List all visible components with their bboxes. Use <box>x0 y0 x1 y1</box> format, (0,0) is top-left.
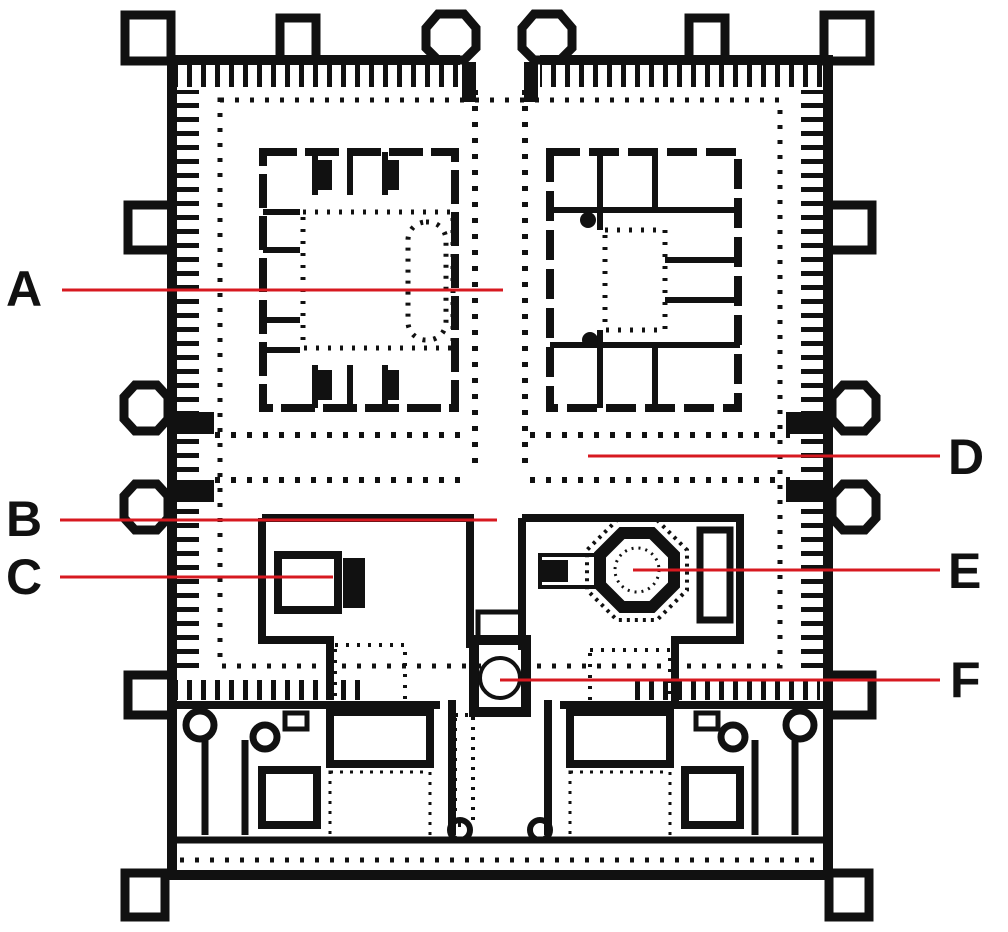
vestibule <box>448 609 552 835</box>
se-quarter <box>518 514 744 707</box>
octagonal-towers <box>119 9 881 535</box>
pointer-lines <box>60 288 940 682</box>
label-e: E <box>948 543 982 599</box>
corner-towers <box>120 10 875 922</box>
label-c: C <box>6 549 43 605</box>
side-towers <box>123 13 877 720</box>
nw-quarter <box>259 148 459 412</box>
perimeter-cells <box>177 65 823 700</box>
sw-quarter <box>258 514 474 707</box>
outer-colonnade <box>180 97 820 863</box>
label-b: B <box>6 491 43 547</box>
label-a: A <box>6 261 43 317</box>
southern-rooms <box>172 701 828 843</box>
label-f: F <box>950 652 981 708</box>
label-d: D <box>948 429 985 485</box>
outer-walls <box>167 55 833 880</box>
street-colonnades <box>215 90 790 483</box>
gate-posts <box>174 62 826 502</box>
ne-quarter <box>546 148 742 412</box>
